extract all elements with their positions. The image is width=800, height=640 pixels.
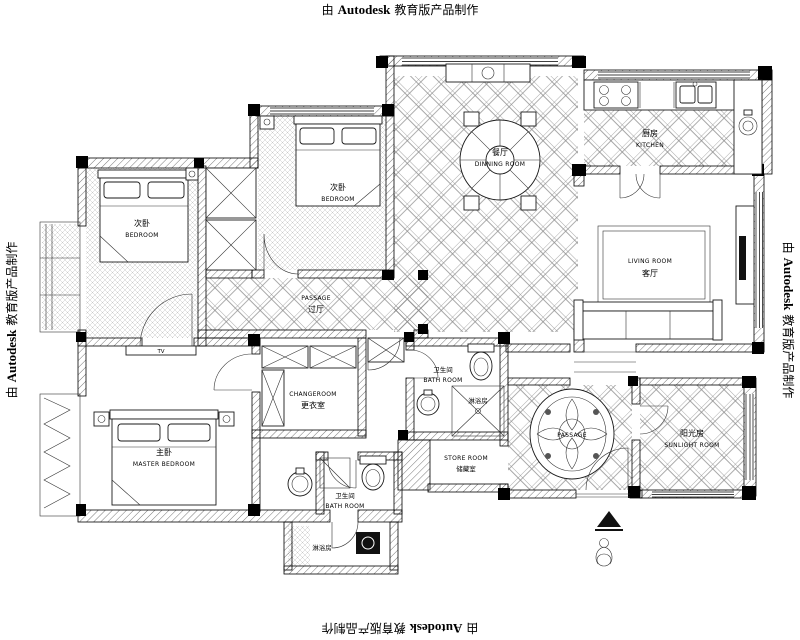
label-shower-bottom-cn: 淋浴房 <box>312 543 332 552</box>
passage-medallion <box>529 388 615 480</box>
label-kitchen-en: KITCHEN <box>636 142 664 149</box>
bay-window-master <box>39 393 81 517</box>
entry-arrow-icon <box>597 511 621 527</box>
entry-marker <box>595 511 623 567</box>
label-store-en: STORE ROOM <box>444 455 488 462</box>
watermark-prefix: 由 <box>321 3 334 17</box>
label-living-cn: 客厅 <box>642 268 658 278</box>
label-bedroom-top-left-en: BEDROOM <box>125 232 158 239</box>
label-dining-cn: 餐厅 <box>492 148 508 157</box>
label-bath-bottom-en: BATH ROOM <box>325 503 364 510</box>
label-bedroom-top-middle-cn: 次卧 <box>330 182 346 192</box>
label-bath-mid-en: BATH ROOM <box>423 377 462 384</box>
watermark-suffix: 教育版产品制作 <box>394 3 479 17</box>
tv-screen <box>739 236 746 280</box>
label-living-en: LIVING ROOM <box>628 258 672 265</box>
label-sunroom-cn: 阳光房 <box>680 428 704 438</box>
label-passage-mid-en: PASSAGE <box>301 295 331 302</box>
kitchen-furniture <box>583 79 763 175</box>
label-changeroom-en: CHANGEROOM <box>289 391 337 398</box>
bathroom-bottom-fixtures <box>287 455 387 497</box>
label-passage-bottom-en: PASSAGE <box>557 432 587 439</box>
label-bedroom-top-middle-en: BEDROOM <box>321 196 354 203</box>
label-sunroom-en: SUNLIGHT ROOM <box>664 442 719 449</box>
room-labels: 次卧 BEDROOM 次卧 BEDROOM 餐厅 DINNING ROOM 厨房… <box>125 128 719 552</box>
living-room-furniture <box>573 205 755 341</box>
label-bedroom-top-left-cn: 次卧 <box>134 218 150 228</box>
label-passage-mid-cn: 过厅 <box>308 304 324 314</box>
watermark-brand: Autodesk <box>337 2 391 17</box>
label-changeroom-cn: 更衣室 <box>301 400 325 410</box>
bathroom-middle-fixtures <box>416 343 505 437</box>
windows-layer <box>270 57 763 498</box>
label-kitchen-cn: 厨房 <box>642 128 658 138</box>
label-shower-mid-cn: 淋浴房 <box>468 396 488 405</box>
label-master-en: MASTER BEDROOM <box>133 461 195 468</box>
label-store-cn: 储藏室 <box>456 464 476 473</box>
master-bedroom-furniture <box>93 345 235 506</box>
door-swings <box>139 173 669 549</box>
label-tv: TV <box>156 349 164 355</box>
label-bath-bottom-cn: 卫生间 <box>335 491 355 500</box>
bay-window-top <box>39 221 81 333</box>
label-bath-mid-cn: 卫生间 <box>433 365 453 374</box>
bedroom-top-left-furniture <box>97 167 199 263</box>
figure-icon <box>595 538 613 567</box>
shower-room-bottom-fixtures <box>356 532 380 554</box>
bedroom-top-middle-furniture <box>259 115 383 207</box>
label-master-cn: 主卧 <box>156 447 172 457</box>
dining-room-furniture <box>445 63 541 211</box>
changeroom-cabinets <box>261 337 405 427</box>
wardrobe-cabinets <box>205 167 257 271</box>
label-dining-en: DINNING ROOM <box>475 161 526 168</box>
washing-machine <box>356 532 380 554</box>
